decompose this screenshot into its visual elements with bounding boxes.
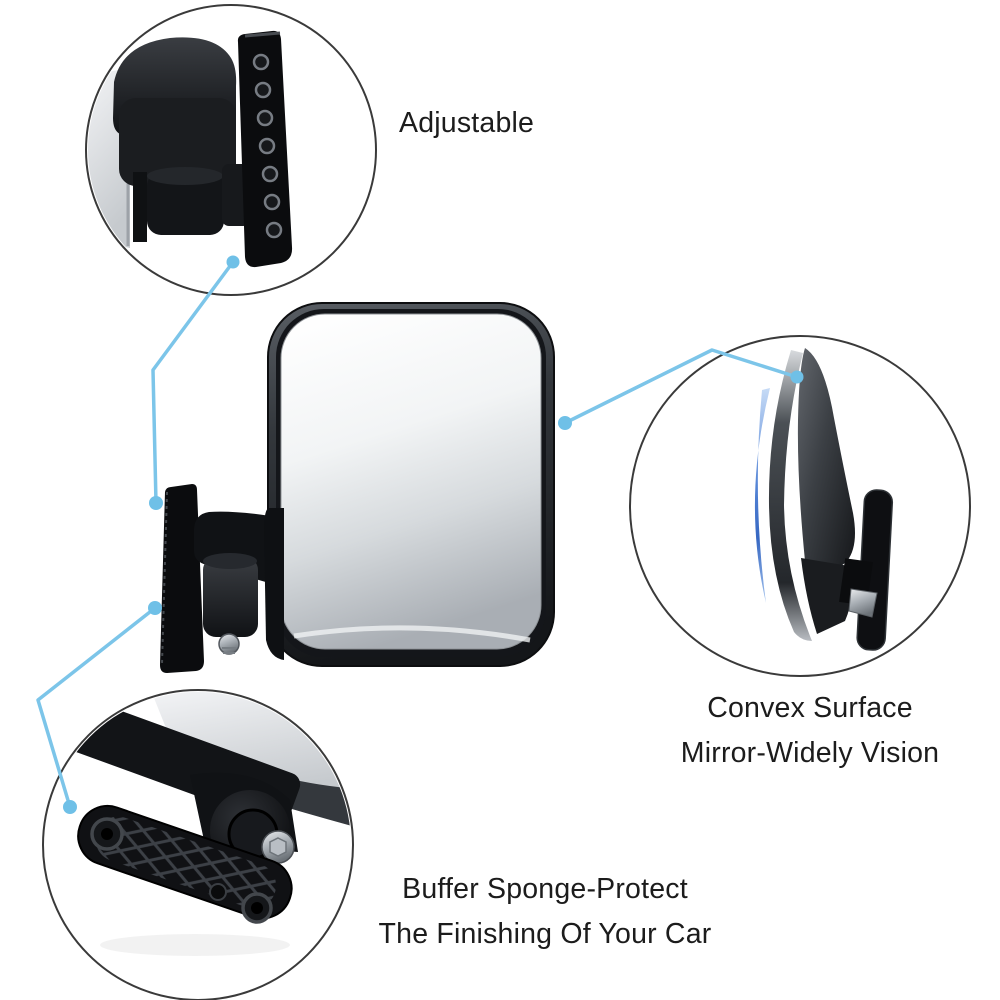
label-convex-line1: Convex Surface (707, 692, 913, 724)
mirror-pivot (203, 557, 258, 637)
label-adjustable: Adjustable (399, 101, 534, 146)
zoom-housing-lower (801, 558, 852, 634)
zoom-pad-hole-center (209, 883, 227, 901)
zoom-arm-leg (133, 172, 147, 242)
mirror-glass (280, 313, 542, 650)
mirror-pivot-bolt-thread (222, 647, 236, 654)
callout-connectors (36, 255, 804, 814)
mirror-mount-plate (160, 484, 204, 673)
label-convex: Convex Surface Mirror-Widely Vision (630, 686, 990, 776)
zoom-arm-body (119, 98, 236, 186)
connector-dot (63, 800, 77, 814)
convex-curve-accent (754, 388, 770, 603)
callout-circle-convex (629, 335, 971, 677)
mirror-arm (194, 511, 283, 587)
zoom-arm-cylinder (147, 172, 224, 235)
mirror-pivot-bolt (218, 633, 240, 655)
connector-dots (63, 255, 804, 814)
mirror-arm-junction (264, 508, 284, 660)
zoom-mount-plate-bevel (244, 31, 281, 38)
zoom-plate-holes (252, 53, 283, 239)
zoom-pad-hole-right-inner (251, 902, 263, 914)
zoom-arm-cylinder-top (147, 167, 223, 185)
label-buffer-line2: The Finishing Of Your Car (378, 918, 712, 950)
mirror-glass-reflection (293, 625, 531, 643)
label-buffer-line1: Buffer Sponge-Protect (402, 873, 688, 905)
connector-dot (149, 496, 163, 510)
main-mirror (160, 302, 555, 673)
connector-dot (148, 601, 162, 615)
mirror-mount-plate-bevel (161, 491, 168, 665)
zoom-housing-wedge (797, 348, 855, 570)
zoom-mirror-rim (768, 350, 812, 641)
connector-adjustable (151, 260, 235, 505)
label-convex-line2: Mirror-Widely Vision (680, 737, 940, 769)
connector-dot (790, 370, 804, 384)
zoom-pad-hole-left-inner (101, 828, 113, 840)
label-adjustable-text: Adjustable (399, 107, 535, 139)
connector-convex (563, 348, 799, 425)
mirror-pivot-top (203, 553, 257, 569)
zoom-pad-shadow (100, 934, 290, 956)
label-buffer: Buffer Sponge-Protect The Finishing Of Y… (364, 867, 726, 957)
connector-dot (558, 416, 572, 430)
callout-circle-buffer (42, 689, 354, 1000)
connector-buffer (36, 606, 157, 809)
callout-circle-adjustable (85, 4, 377, 296)
zoom-bolt-hex (269, 837, 287, 857)
zoom-base-pad-pattern (95, 816, 277, 909)
zoom-hinge-silver (848, 588, 878, 618)
connector-dot (226, 255, 240, 269)
